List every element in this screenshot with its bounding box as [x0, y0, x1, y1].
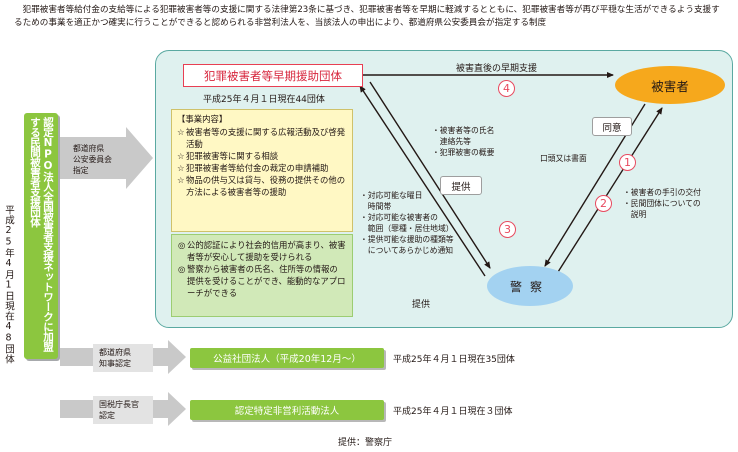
network-member-bar: 認定NPO法人全国被害者支援ネットワークに加盟する民間被害者支援団体 [24, 113, 58, 359]
step-2-badge: 2 [595, 195, 612, 212]
double-circle-icon: ◎ [178, 240, 186, 250]
list-item: ◎警察から被害者の氏名、住所等の情報の提供を受けることができ、能動的なアプローチ… [178, 264, 346, 298]
early-support-label: 被害直後の早期支援 [456, 64, 538, 74]
network-member-label: 認定NPO法人全国被害者支援ネットワークに加盟する民間被害者支援団体 [29, 117, 54, 352]
step-4-badge: 4 [498, 80, 515, 97]
source-note: 提供：警察庁 [338, 438, 393, 448]
victim-node: 被害者 [615, 66, 725, 104]
police-to-victim-line [557, 107, 663, 273]
nta-cert-label: 国税庁長官 認定 [93, 396, 153, 424]
star-icon: ☆ [177, 151, 185, 161]
total-count-vertical: 平成25年4月1日現在48団体 [3, 205, 14, 364]
consent-box: 同意 [592, 117, 632, 136]
advance-notice-list: ・対応可能な曜日 時間帯 ・対応可能な被害者の 範囲（罪種・居住地域） ・提供可… [360, 191, 454, 255]
list-item: ☆犯罪被害等に関する相談 [177, 151, 279, 161]
governor-cert-label: 都道府県 知事認定 [93, 344, 153, 372]
commission-label: 都道府県 公安委員会 指定 [73, 144, 112, 175]
star-icon: ☆ [177, 163, 185, 173]
oral-written-label: 口頭又は書面 [540, 154, 587, 163]
star-icon: ☆ [177, 175, 185, 185]
police-node: 警察 [487, 266, 573, 306]
intro-text: 犯罪被害者等給付金の支給等による犯罪被害者等の支援に関する法律第23条に基づき、… [14, 5, 720, 29]
business-content-box: 【事業内容】 ☆被害者等の支援に関する広報活動及び啓発活動 ☆犯罪被害等に関する… [171, 109, 353, 232]
provide-bottom-label: 提供 [412, 300, 431, 310]
public-interest-count: 平成25年４月１日現在35団体 [393, 355, 515, 365]
step-3-badge: 3 [499, 221, 516, 238]
org-title-box: 犯罪被害者等早期援助団体 [183, 64, 363, 87]
step-1-badge: 1 [619, 154, 636, 171]
certified-npo-bar: 認定特定非営利活動法人 [190, 400, 384, 420]
org-count: 平成25年４月１日現在44団体 [203, 95, 325, 105]
list-item: ☆被害者等の支援に関する広報活動及び啓発活動 [177, 127, 346, 149]
list-item: ☆犯罪被害者等給付金の裁定の申請補助 [177, 163, 329, 173]
business-title: 【事業内容】 [177, 114, 228, 124]
org-to-police-line [369, 81, 491, 269]
star-icon: ☆ [177, 127, 185, 137]
public-interest-bar: 公益社団法人（平成20年12月〜） [190, 348, 384, 368]
double-circle-icon: ◎ [178, 264, 186, 274]
certified-npo-count: 平成25年４月１日現在３団体 [393, 407, 513, 417]
merits-box: ◎公的認証により社会的信用が高まり、被害者等が安心して援助を受けられる ◎警察か… [171, 234, 353, 317]
list-item: ☆物品の供与又は貸与、役務の提供その他の方法による被害者等の援助 [177, 175, 346, 197]
police-to-org-line [359, 85, 486, 277]
provide-box: 提供 [440, 176, 482, 195]
victim-info-list: ・被害者等の氏名 連絡先等 ・犯罪被害の概要 [432, 126, 495, 157]
list-item: ◎公的認証により社会的信用が高まり、被害者等が安心して援助を受けられる [178, 240, 346, 262]
guide-info-list: ・被害者の手引の交付 ・民間団体についての 説明 [623, 188, 701, 219]
commission-arrow [60, 127, 153, 189]
